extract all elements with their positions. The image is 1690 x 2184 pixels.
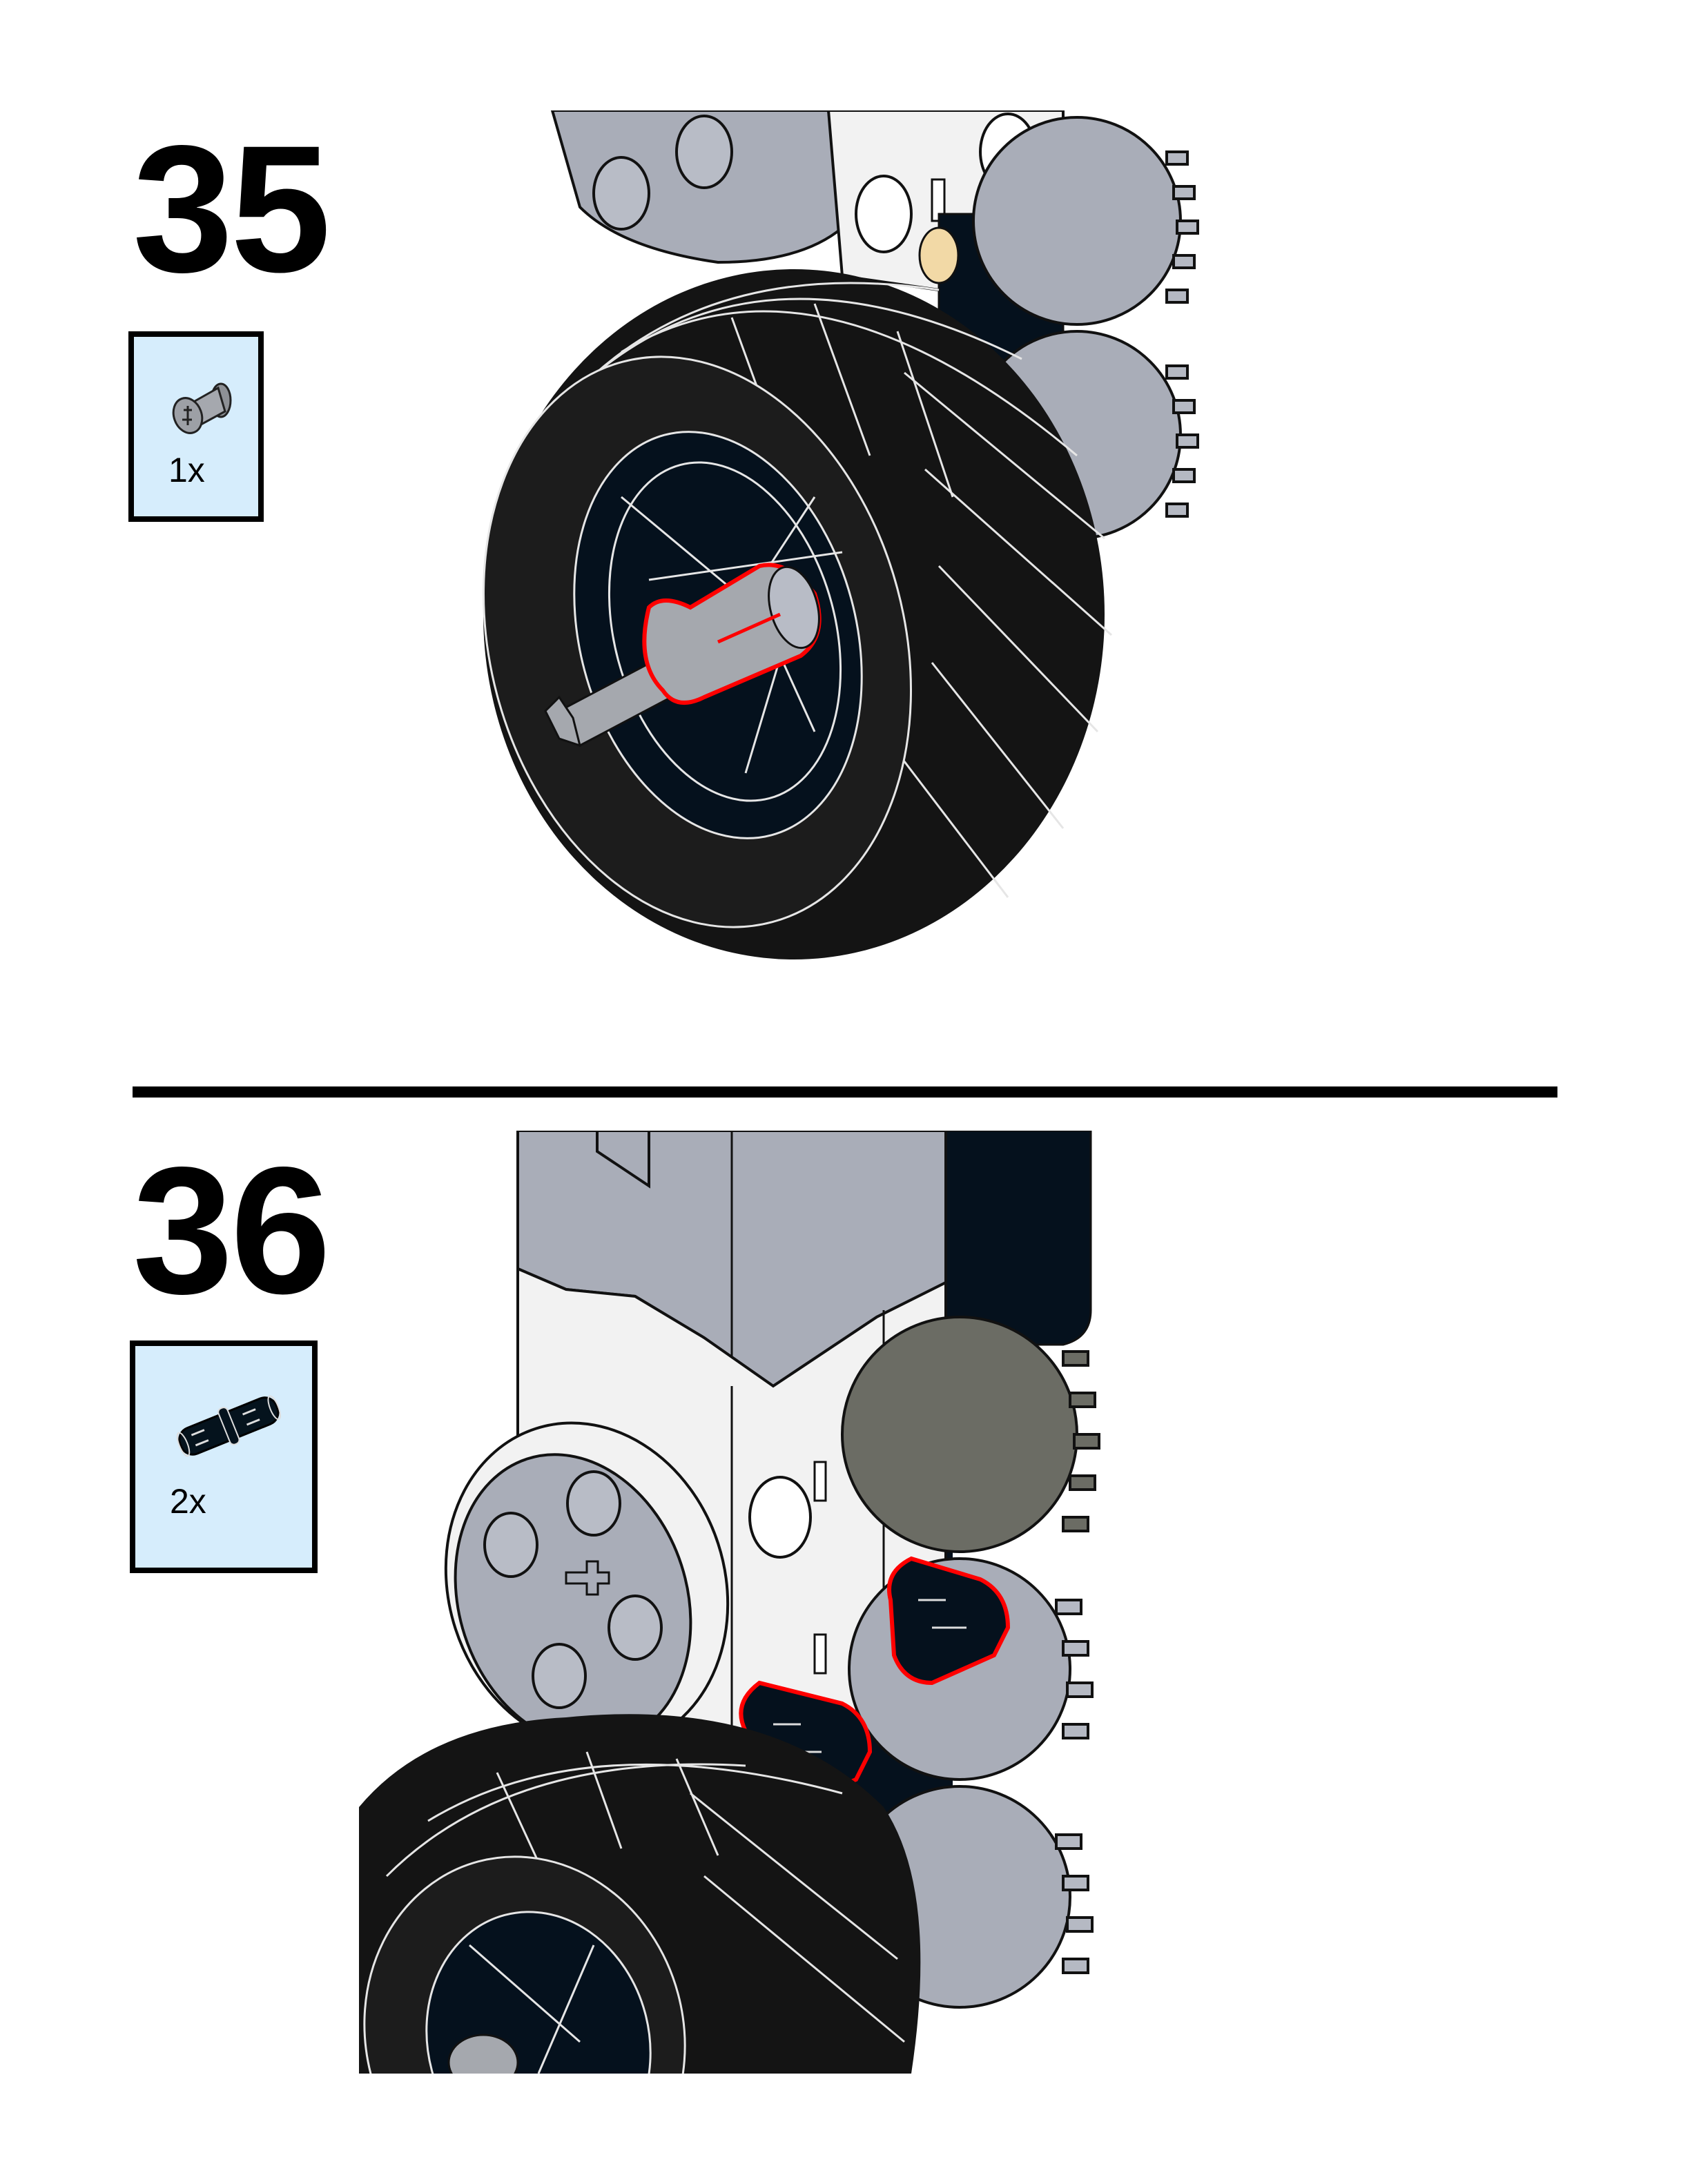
wheel-assembly-illustration	[483, 110, 1199, 959]
quantity-label: 2x	[170, 1482, 206, 1521]
bush-icon	[172, 382, 232, 434]
step-number: 35	[133, 108, 331, 310]
motor-pins-illustration	[359, 1131, 1100, 2074]
connector-pin-icon	[176, 1395, 281, 1457]
step-illustration	[359, 1131, 1105, 2074]
parts-callout: 2x	[130, 1340, 318, 1573]
parts-callout: 1x	[128, 331, 264, 522]
quantity-label: 1x	[168, 451, 205, 489]
step-number: 36	[133, 1129, 331, 1332]
step-illustration	[456, 110, 1201, 966]
highlighted-pin-right	[887, 1556, 1011, 1686]
step-separator	[133, 1086, 1557, 1098]
